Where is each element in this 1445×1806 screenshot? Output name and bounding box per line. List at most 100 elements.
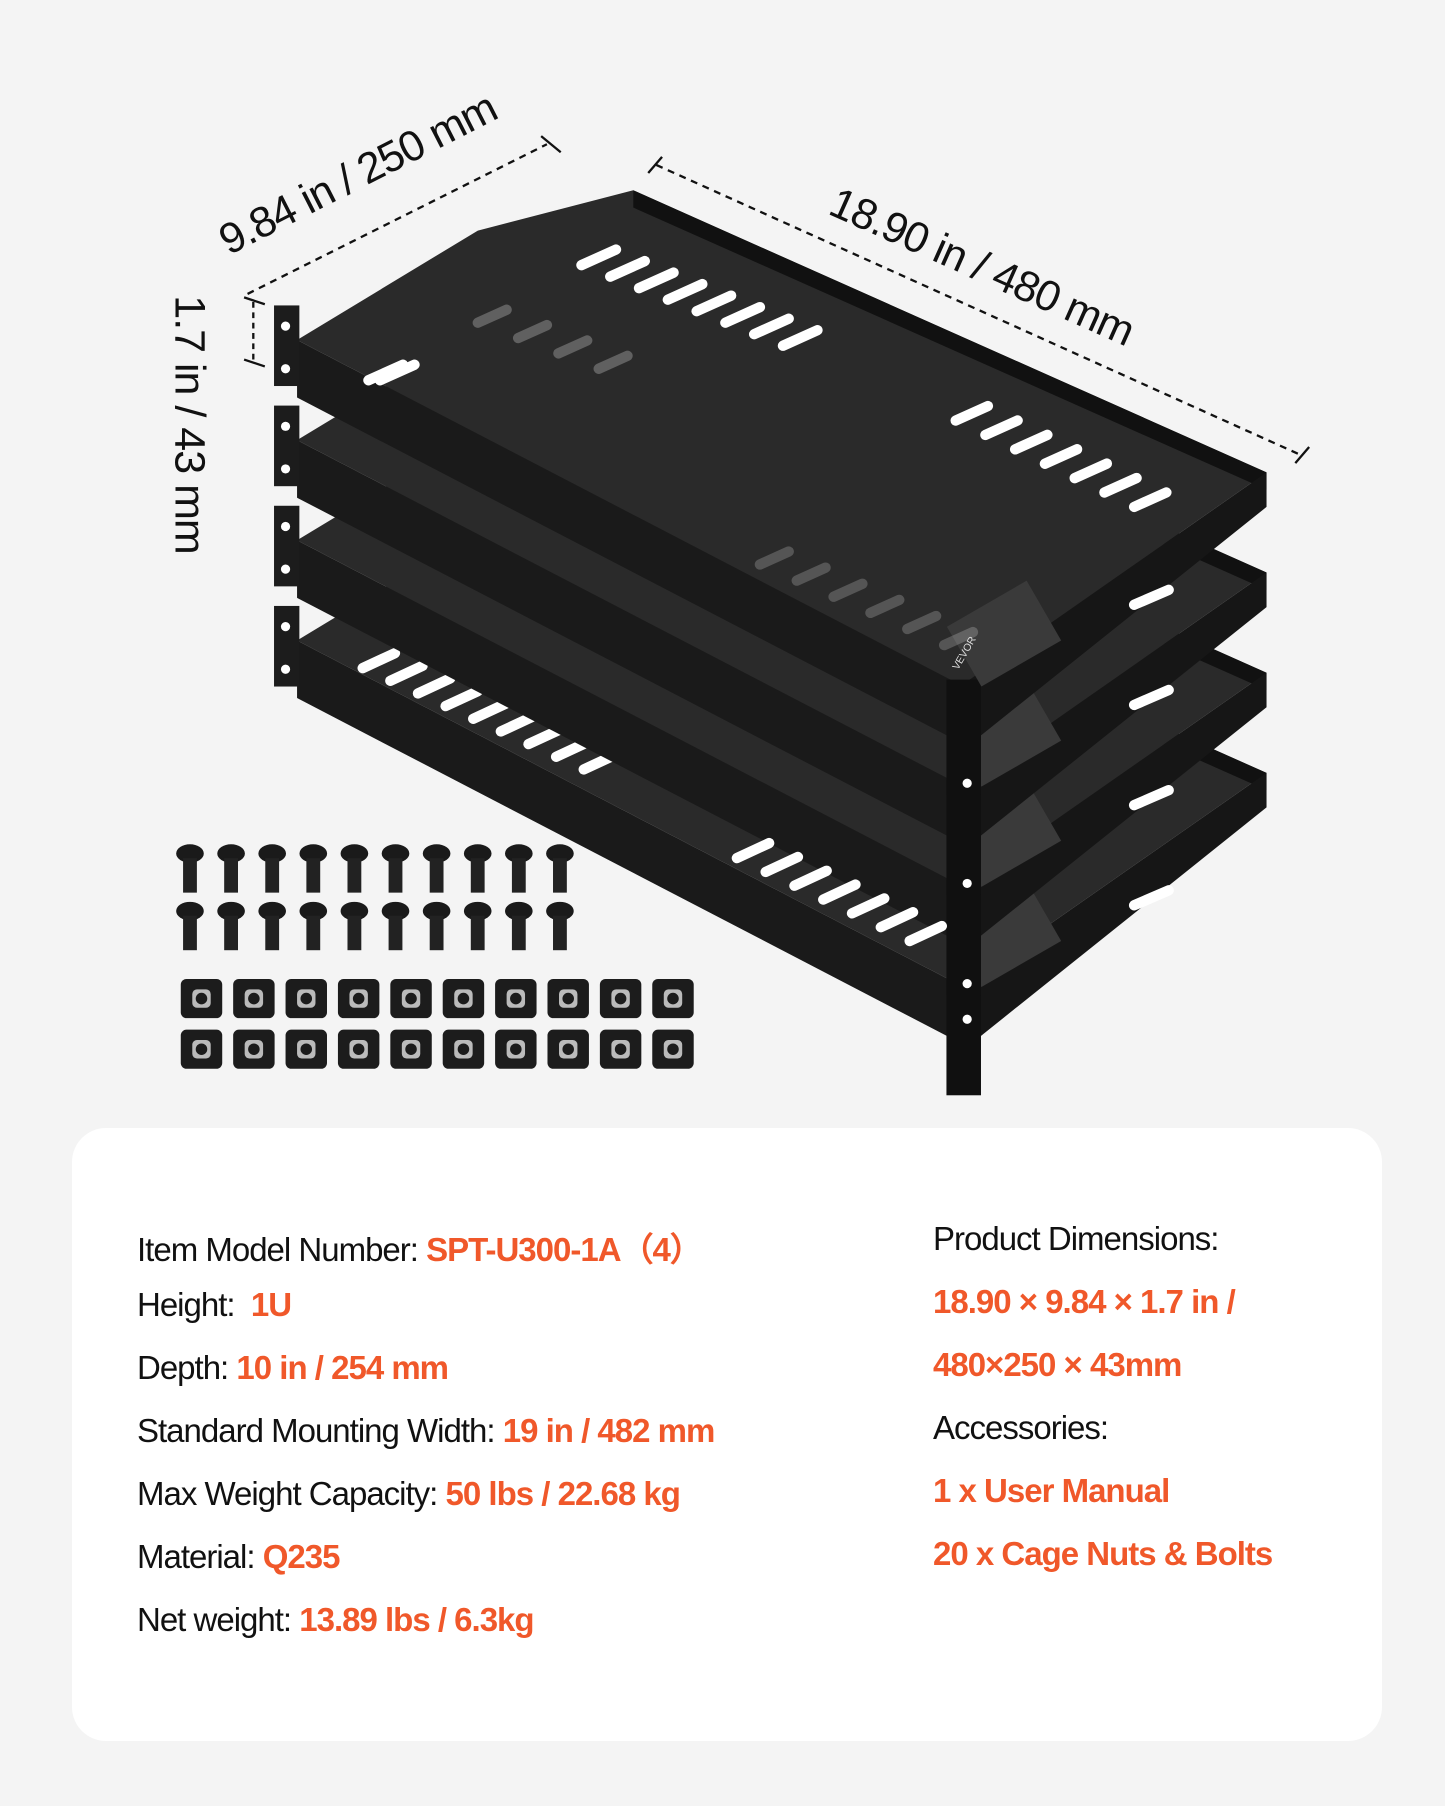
cage-nut-thread (352, 1043, 365, 1055)
spec-value: SPT-U300-1A（4） (426, 1231, 703, 1268)
spec-value: 1U (250, 1286, 292, 1323)
cage-nut-thread (195, 992, 208, 1005)
spec-label: Standard Mounting Width: (137, 1412, 503, 1449)
vent-slot (828, 578, 868, 602)
spec-row: Item Model Number: SPT-U300-1A（4） (137, 1223, 703, 1271)
shelf-back-lip (633, 190, 1267, 490)
shelf-front-lip (297, 339, 962, 743)
right-mounting-ear (946, 779, 981, 895)
vent-slot (1009, 429, 1053, 455)
vent-slot (748, 313, 794, 340)
vent-slot (904, 920, 948, 947)
mount-hole (280, 564, 291, 574)
screw-shaft (511, 915, 526, 951)
vent-slot (980, 415, 1023, 441)
screw-shaft (306, 858, 321, 893)
screw-head (381, 844, 410, 863)
vent-slot (472, 304, 512, 328)
screw-icon (546, 844, 574, 893)
cage-nut-thread (300, 992, 313, 1005)
mount-hole (962, 1014, 972, 1024)
vent-slot (512, 319, 553, 344)
cage-nut-icon (442, 1029, 485, 1069)
shelf-side (961, 672, 1267, 938)
vent-slot (1128, 885, 1174, 911)
cage-nut-thread (352, 992, 365, 1005)
screw-shaft (224, 915, 238, 951)
spec-row: Depth: 10 in / 254 mm (137, 1349, 449, 1387)
screw-shaft (347, 858, 362, 893)
vent-slot (357, 647, 401, 674)
spec-value: 13.89 lbs / 6.3kg (299, 1601, 534, 1638)
dimension-lines (243, 135, 1311, 464)
cage-nut-icon (285, 1029, 327, 1069)
screw-shaft (388, 915, 403, 951)
screw-head (340, 844, 369, 863)
vent-slot (1128, 784, 1174, 811)
shelf-surface (297, 190, 1267, 686)
vent-slot (1099, 472, 1142, 498)
screw-shaft (265, 915, 280, 951)
vent-slot (865, 594, 905, 619)
screw-shaft (183, 858, 197, 893)
screw-icon (176, 844, 204, 893)
rack-shelves: VEVORVEVORVEVORVEVOR (274, 190, 1267, 1096)
mount-hole (280, 622, 291, 632)
shelf-side (961, 572, 1267, 838)
spec-row: Net weight: 13.89 lbs / 6.3kg (137, 1601, 535, 1639)
screw-icon (505, 844, 533, 893)
accessory-item: 1 x User Manual (933, 1472, 1170, 1509)
spec-row: Standard Mounting Width: 19 in / 482 mm (137, 1412, 716, 1450)
vent-slot (1128, 584, 1174, 610)
product-dimensions-imperial: 18.90 × 9.84 × 1.7 in / (933, 1283, 1236, 1320)
cage-nut-icon (547, 978, 589, 1019)
vent-slot (875, 907, 919, 933)
product-label (946, 580, 1062, 687)
cage-nut-icon (337, 1029, 380, 1069)
spec-row: Max Weight Capacity: 50 lbs / 22.68 kg (137, 1475, 681, 1513)
vent-slot (791, 562, 831, 586)
vent-slot (902, 610, 942, 635)
spec-label: Max Weight Capacity: (137, 1475, 446, 1512)
cage-nut-thread (562, 992, 574, 1005)
vent-slot (1039, 444, 1083, 469)
shelf-side (961, 472, 1267, 738)
screw-icon (176, 901, 204, 951)
screws-and-cage-nuts (176, 844, 694, 1069)
vent-slot (468, 698, 511, 724)
screw-icon (299, 844, 328, 893)
vent-slot (691, 290, 737, 317)
left-mounting-ear (274, 305, 300, 387)
screw-shaft (553, 915, 567, 951)
mount-hole (962, 878, 972, 889)
vent-slot (553, 335, 593, 359)
cage-nut-thread (457, 992, 470, 1005)
screw-icon (422, 844, 451, 893)
mount-hole (962, 778, 972, 788)
cage-nut-thread (562, 1043, 574, 1055)
shelf-front-lip (297, 640, 962, 1044)
cage-nut-icon (180, 1029, 223, 1069)
height-dimension-label: 1.7 in / 43 mm (165, 295, 214, 554)
cage-nut-icon (337, 978, 380, 1019)
accessories-label: Accessories: (933, 1409, 1109, 1446)
shelf-front-lip (297, 540, 962, 944)
vent-slot (412, 673, 456, 699)
cage-nut-thread (667, 992, 679, 1005)
cage-nut-icon (442, 978, 485, 1019)
spec-label: Height: (137, 1286, 251, 1323)
screw-head (258, 901, 287, 921)
spec-value: 19 in / 482 mm (502, 1412, 716, 1449)
left-mounting-ear (274, 405, 300, 487)
cage-nut-icon (390, 1029, 432, 1069)
screw-head (217, 844, 245, 863)
mount-hole (280, 664, 291, 674)
vent-slot (1128, 487, 1172, 513)
cage-nut-icon (599, 978, 642, 1019)
cage-nut-thread (510, 1043, 522, 1055)
screw-icon (381, 901, 410, 951)
vent-slot (818, 879, 861, 905)
right-mounting-ear (946, 879, 981, 996)
rack-shelf: VEVOR (274, 190, 1267, 947)
